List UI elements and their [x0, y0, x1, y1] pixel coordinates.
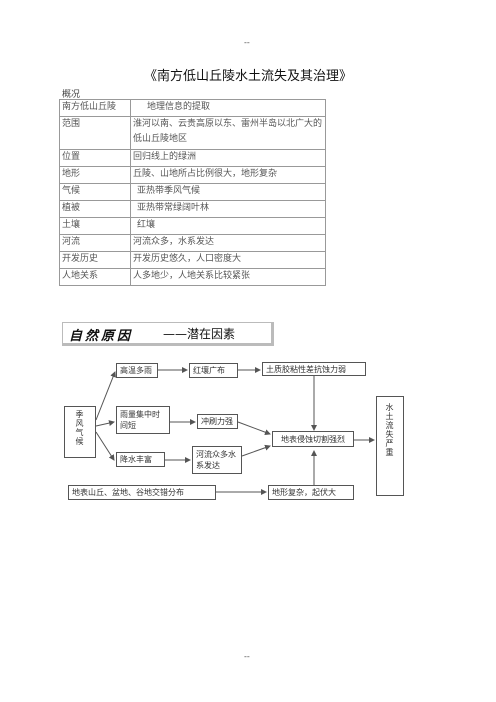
footer-mark: --: [244, 652, 250, 661]
node-concentrated-rain: 雨量集中时间短: [116, 406, 170, 434]
overview-label: 概况: [62, 90, 81, 100]
table-value: 人多地少，人地关系比较紧张: [130, 268, 326, 286]
page-title: 《南方低山丘陵水土流失及其治理》: [143, 69, 352, 84]
node-complex-terrain: 地形复杂，起伏大: [268, 485, 354, 500]
table-row: 人地关系 人多地少，人地关系比较紧张: [59, 268, 326, 286]
banner-subtitle: ——潜在因素: [163, 327, 236, 341]
header-mark: --: [244, 38, 250, 47]
table-row: 土壤 红壤: [59, 217, 326, 235]
node-surface-erosion: 地表侵蚀切割强烈: [272, 431, 354, 447]
node-landform-distribution: 地表山丘、盆地、谷地交错分布: [68, 485, 216, 500]
node-monsoon-climate: 季风气候: [64, 406, 96, 458]
node-rivers: 河流众多水系发达: [192, 446, 242, 474]
table-row: 范围 淮河以南、云贵高原以东、雷州半岛以北广大的低山丘陵地区: [59, 116, 326, 150]
diagram-banner: 自然原因 ——潜在因素: [62, 322, 274, 346]
node-red-soil: 红壤广布: [189, 363, 238, 378]
overview-table: 南方低山丘陵 地理信息的提取 范围 淮河以南、云贵高原以东、雷州半岛以北广大的低…: [59, 99, 326, 286]
arrow-rivers-erosion: [241, 444, 271, 457]
table-row: 地形 丘陵、山地所占比例很大，地形复杂: [59, 166, 326, 184]
arrow-scour-erosion: [237, 421, 271, 436]
arrow-monsoon-abundantrain: [95, 431, 115, 461]
banner-title: 自然原因: [69, 329, 134, 344]
node-scour-force: 冲刷力强: [197, 414, 238, 429]
node-result-soil-loss: 水土流失严重: [376, 396, 404, 496]
node-hot-rainy: 高温多雨: [116, 363, 158, 378]
node-abundant-rain: 降水丰富: [116, 452, 165, 467]
arrow-monsoon-hotrainy: [95, 371, 116, 421]
arrow-monsoon-rainconcentrated: [95, 420, 115, 427]
node-soil-weak: 土质胶粘性差抗蚀力弱: [262, 362, 366, 376]
table-row: 开发历史 开发历史悠久，人口密度大: [59, 251, 326, 269]
table-row: 南方低山丘陵 地理信息的提取: [59, 99, 326, 117]
